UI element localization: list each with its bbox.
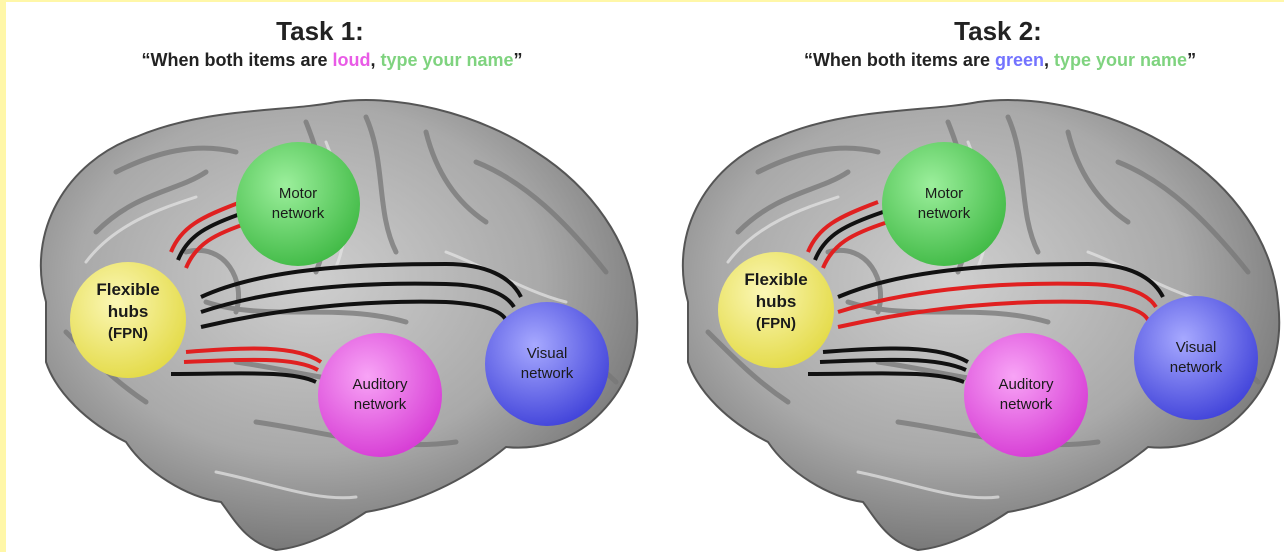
task2-comma: , [1044,50,1055,70]
motor-network-node: Motor network [882,142,1006,266]
visual-label-line2: network [1170,359,1223,376]
hub-label-line1: Flexible [744,270,807,289]
auditory-network-node: Auditory network [318,333,442,457]
hub-label-line1: Flexible [96,280,159,299]
brain-outline [681,99,1281,552]
task2-instruction-close: ” [1187,50,1197,70]
hub-auditory-connection [807,346,969,384]
task1-panel: Motor network Flexible hubs (FPN) Audito… [6,2,646,552]
auditory-label-line2: network [1000,396,1053,413]
visual-label-line1: Visual [527,345,568,362]
visual-network-node: Visual network [1134,296,1258,420]
auditory-label-line1: Auditory [352,376,408,393]
task1-brain-diagram: Motor network Flexible hubs (FPN) Audito… [39,99,639,552]
task2-title: Task 2: [954,16,1042,46]
visual-label-line2: network [521,365,574,382]
motor-label-line2: network [272,205,325,222]
hub-label-line2: hubs [756,292,797,311]
auditory-label-line1: Auditory [998,376,1054,393]
task1-action: type your name [380,50,514,70]
motor-label-line2: network [918,205,971,222]
visual-label-line1: Visual [1176,339,1217,356]
flexible-hubs-node: Flexible hubs (FPN) [70,262,186,378]
task1-instruction-open: “When both items are [141,50,333,70]
auditory-label-line2: network [354,396,407,413]
motor-network-node: Motor network [236,142,360,266]
hub-label-line3: (FPN) [108,325,148,342]
hub-auditory-connection [170,346,323,384]
hub-motor-connection [806,200,889,269]
motor-label-line1: Motor [279,185,317,202]
visual-network-node: Visual network [485,302,609,426]
task2-panel: Motor network Flexible hubs (FPN) Audito… [648,2,1284,552]
task2-action: type your name [1054,50,1188,70]
hub-label-line3: (FPN) [756,315,796,332]
task1-keyword: loud [332,50,371,70]
hub-visual-connection [200,261,523,329]
task2-instruction-open: “When both items are [803,50,995,70]
hub-label-line2: hubs [108,302,149,321]
task2-brain-diagram: Motor network Flexible hubs (FPN) Audito… [681,99,1281,552]
hub-visual-connection [837,261,1165,329]
flexible-hubs-node: Flexible hubs (FPN) [718,252,834,368]
task1-comma: , [370,50,381,70]
motor-label-line1: Motor [925,185,963,202]
task2-keyword: green [994,50,1044,70]
auditory-network-node: Auditory network [964,333,1088,457]
task1-instruction: “When both items are loud, type your nam… [12,50,652,71]
task1-title: Task 1: [276,16,364,46]
task1-instruction-close: ” [513,50,523,70]
brain-outline [39,99,639,552]
task2-instruction: “When both items are green, type your na… [680,50,1284,71]
